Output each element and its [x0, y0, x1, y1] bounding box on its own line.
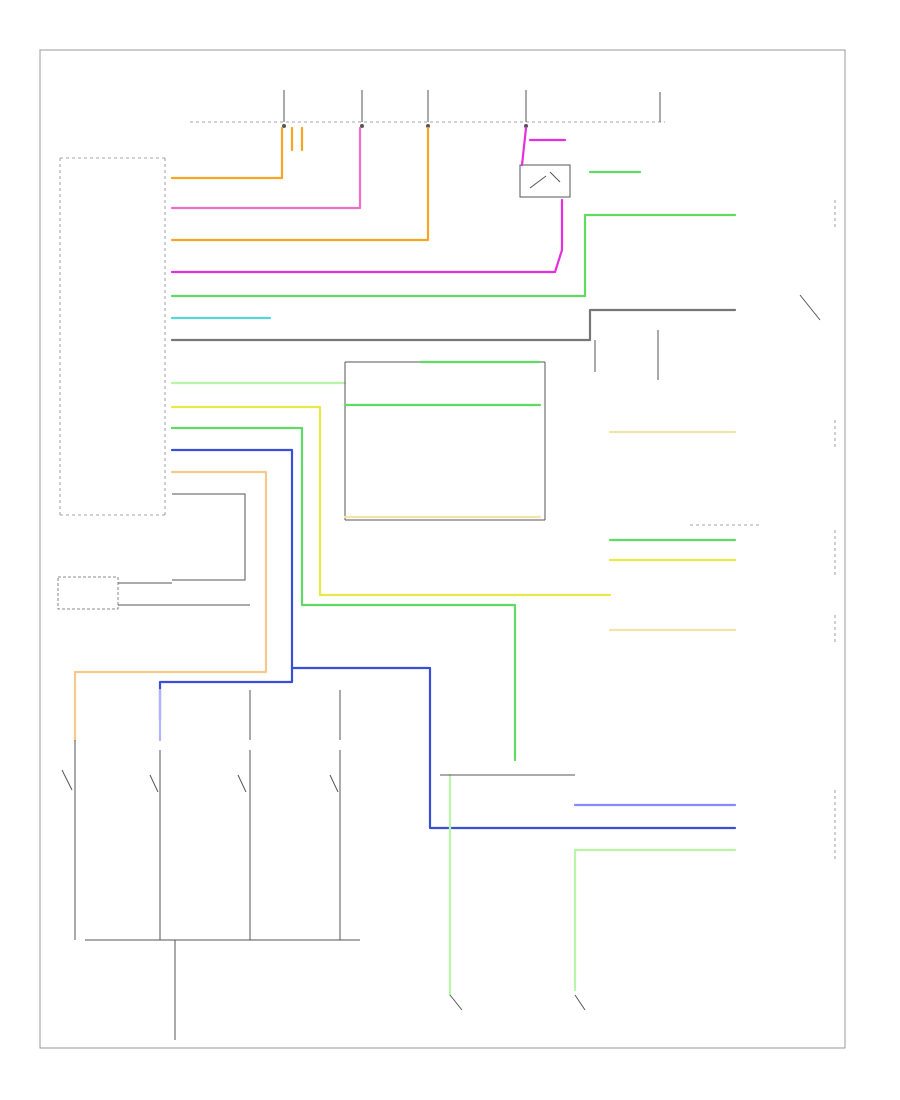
orange-wire-3 [73, 470, 268, 742]
splice-dot-icon [426, 124, 430, 128]
magenta-wire-relay [520, 126, 567, 167]
instrument-cluster-module [343, 360, 546, 521]
blue-wire-branch [158, 666, 294, 722]
gray-wire-1 [170, 308, 737, 342]
yellow-wire-1 [170, 405, 612, 597]
switch-icon [61, 769, 339, 793]
orange-wire-1b [290, 126, 304, 152]
body-control-module [59, 157, 166, 516]
lower-left-connector [57, 576, 250, 610]
splice-dot-icon [282, 124, 286, 128]
ground-icon [449, 362, 659, 1011]
green-wire-1 [170, 213, 737, 298]
blue-wire [170, 448, 737, 830]
magenta-wire [170, 198, 564, 274]
pink-wire [170, 126, 362, 210]
green-wire-4 [170, 426, 517, 762]
orange-wire-1 [170, 126, 284, 180]
relay-icon [519, 164, 571, 198]
gray-wire-3 [172, 493, 246, 581]
splice-dot-icon [524, 124, 528, 128]
diagram-frame [39, 49, 846, 1049]
orange-wire-2 [170, 126, 430, 242]
splice-dot-icon [360, 124, 364, 128]
gray-wire-2 [594, 294, 821, 362]
connector-icon [690, 200, 836, 860]
power-sources [190, 90, 665, 128]
door-switches [61, 688, 360, 1040]
green-wire-6 [573, 848, 737, 992]
